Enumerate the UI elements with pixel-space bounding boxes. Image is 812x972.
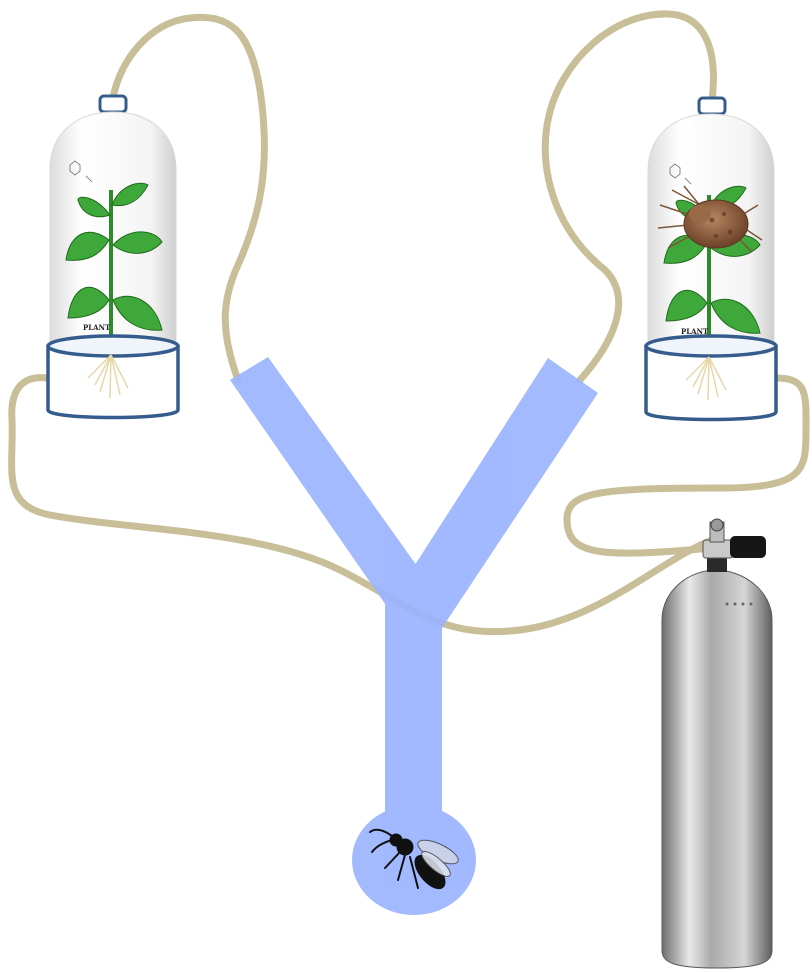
air-cylinder	[662, 519, 772, 968]
left-plant-chamber: PLANT	[48, 96, 178, 418]
jar-rim-right	[646, 336, 776, 356]
y-tube-olfactometer	[230, 357, 598, 915]
valve-knob	[730, 536, 766, 558]
chamber-left-plant-label: PLANT	[83, 323, 111, 332]
jar-cap-left	[100, 96, 126, 112]
y-tube-right-arm	[400, 358, 598, 628]
jar-cap-right	[699, 98, 725, 114]
right-plant-chamber: PLANT	[646, 98, 776, 420]
jar-rim-left	[48, 336, 178, 356]
cylinder-valve	[703, 519, 766, 572]
cylinder-body	[662, 570, 772, 968]
y-tube-stem	[385, 600, 442, 825]
